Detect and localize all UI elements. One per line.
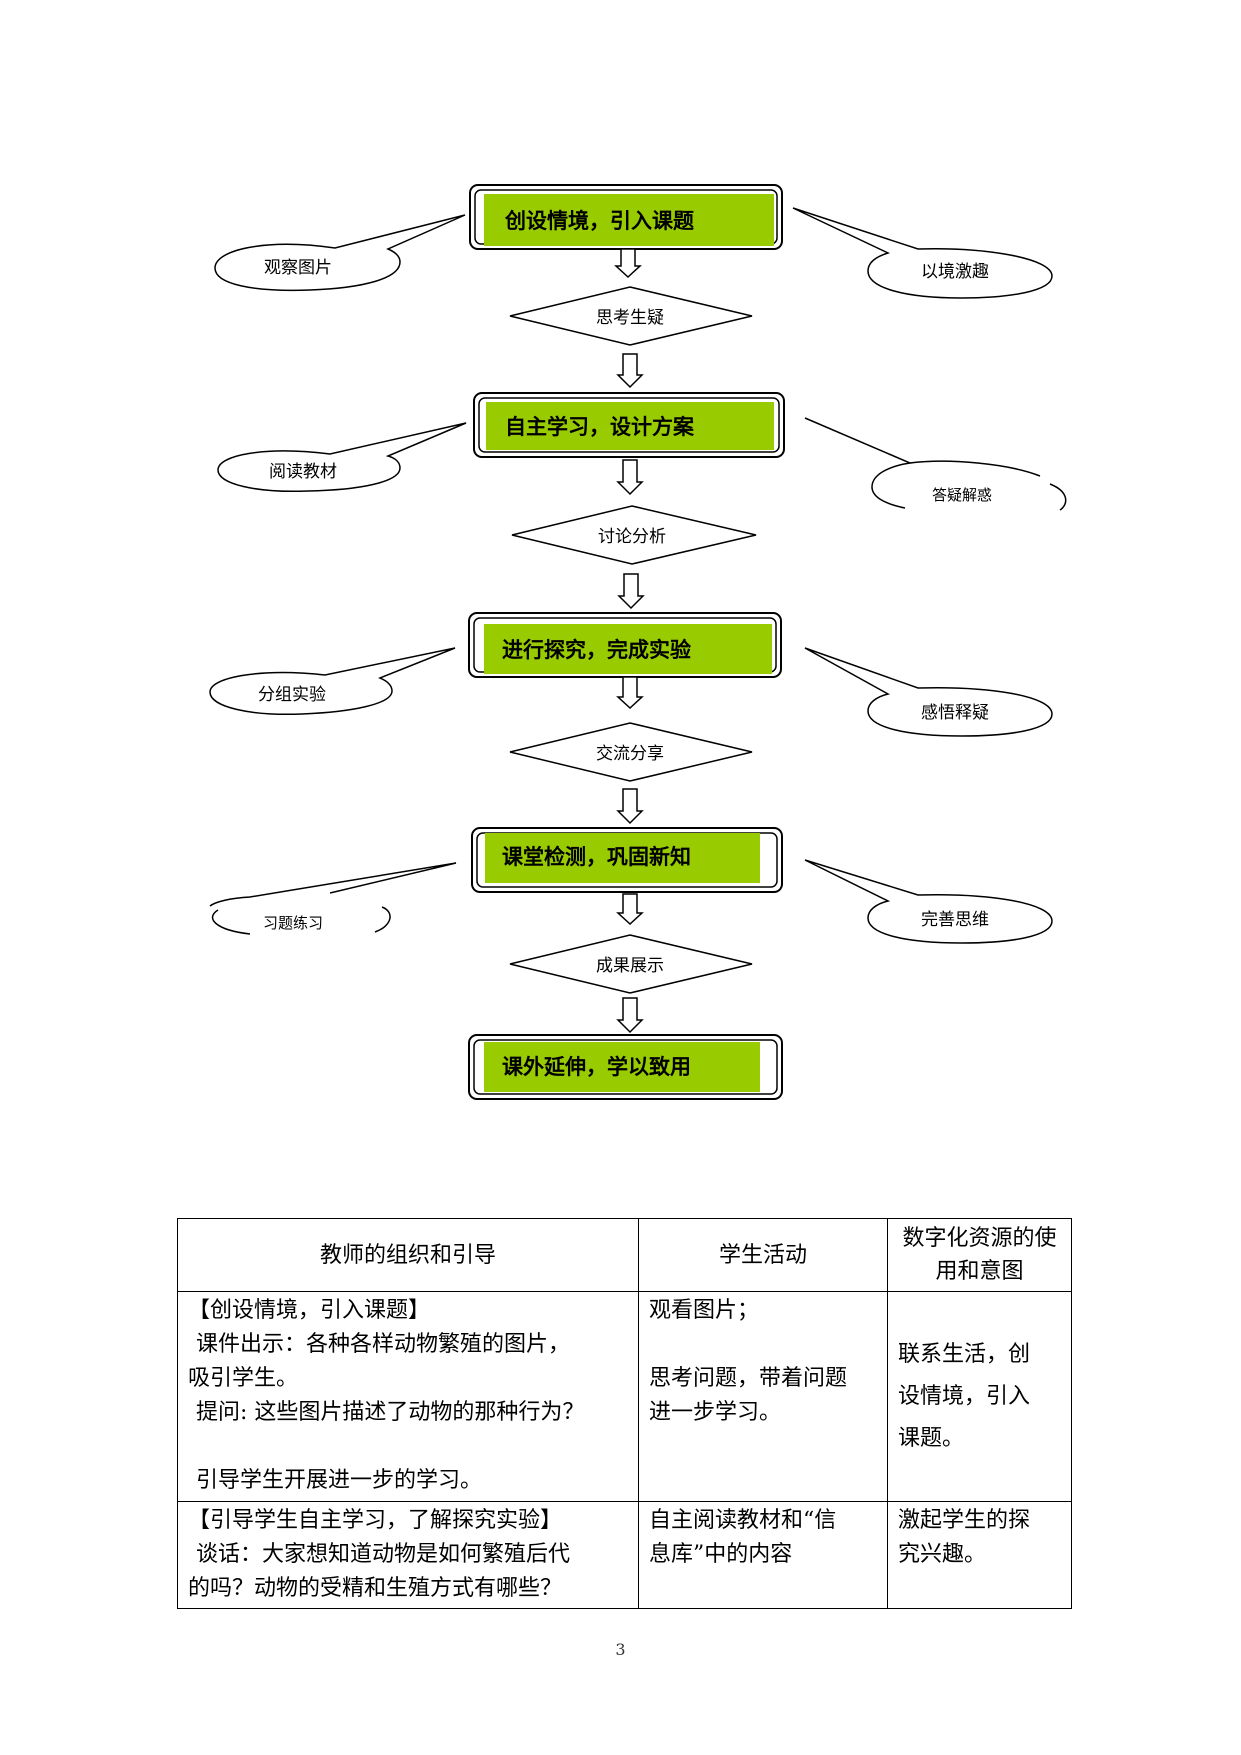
flow-step-4: 课堂检测，巩固新知 — [471, 827, 783, 893]
left-bubble-4: 习题练习 — [209, 862, 457, 935]
row1-student-cell: 观看图片； 思考问题，带着问题 进一步学习。 — [638, 1291, 888, 1502]
flow-step-5-label: 课外延伸，学以致用 — [502, 1054, 691, 1079]
flow-decision-2: 讨论分析 — [511, 505, 757, 565]
row2-teacher-line: 【引导学生自主学习，了解探究实验】 — [188, 1508, 563, 1533]
page-number: 3 — [615, 1640, 626, 1659]
right-bubble-3-label: 感悟释疑 — [921, 703, 989, 723]
down-arrow-icon — [616, 997, 644, 1034]
row1-student-line: 观看图片； — [649, 1298, 760, 1323]
flow-step-5: 课外延伸，学以致用 — [468, 1034, 783, 1100]
right-bubble-1-label: 以境激趣 — [921, 262, 989, 282]
flow-decision-4: 成果展示 — [509, 934, 753, 994]
left-bubble-4-label: 习题练习 — [263, 914, 323, 932]
flow-decision-3-label: 交流分享 — [596, 744, 664, 764]
row2-student-line: 息库”中的内容 — [649, 1542, 793, 1567]
left-bubble-1-label: 观察图片 — [264, 258, 332, 278]
row1-resource-line: 设情境，引入 — [898, 1383, 1031, 1409]
header-resource: 数字化资源的使用和意图 — [887, 1218, 1072, 1292]
down-arrow-icon — [614, 248, 642, 279]
row1-teacher-line: 吸引学生。 — [188, 1366, 299, 1391]
flow-decision-2-label: 讨论分析 — [598, 527, 666, 547]
flow-step-3-label: 进行探究，完成实验 — [502, 637, 691, 662]
flow-decision-4-label: 成果展示 — [596, 956, 664, 976]
row2-student-cell: 自主阅读教材和“信 息库”中的内容 — [638, 1501, 888, 1609]
flow-step-3: 进行探究，完成实验 — [468, 612, 782, 678]
row2-resource-cell: 激起学生的探 究兴趣。 — [887, 1501, 1072, 1609]
down-arrow-icon — [616, 788, 644, 825]
table-row: 【创设情境，引入课题】 课件出示：各种各样动物繁殖的图片， 吸引学生。 提问: … — [177, 1291, 1072, 1502]
down-arrow-icon — [616, 353, 644, 389]
left-bubble-3: 分组实验 — [209, 647, 456, 716]
right-bubble-2: 答疑解惑 — [804, 417, 1067, 511]
row1-student-line: 进一步学习。 — [649, 1400, 782, 1425]
row2-teacher-line: 的吗？动物的受精和生殖方式有哪些？ — [188, 1576, 563, 1601]
row2-resource-line: 激起学生的探 — [898, 1508, 1031, 1533]
flow-decision-1-label: 思考生疑 — [596, 308, 664, 328]
flow-step-1-label: 创设情境，引入课题 — [504, 208, 695, 233]
left-bubble-2-label: 阅读教材 — [269, 462, 337, 482]
flow-step-2: 自主学习，设计方案 — [473, 392, 785, 458]
row1-teacher-line: 引导学生开展进一步的学习。 — [196, 1468, 483, 1493]
row2-teacher-line: 谈话：大家想知道动物是如何繁殖后代 — [196, 1542, 571, 1567]
header-teacher: 教师的组织和引导 — [177, 1218, 639, 1292]
row2-student-line: 自主阅读教材和“信 — [649, 1508, 837, 1533]
table-row: 【引导学生自主学习，了解探究实验】 谈话：大家想知道动物是如何繁殖后代 的吗？动… — [177, 1501, 1072, 1609]
right-bubble-2-label: 答疑解惑 — [932, 486, 992, 504]
down-arrow-icon — [616, 459, 644, 496]
teaching-flowchart: 创设情境，引入课题 自主学习，设计方案 进行探究，完成实验 课堂检测，巩固新知 … — [209, 184, 1067, 1100]
flow-step-1: 创设情境，引入课题 — [469, 184, 783, 250]
row1-resource-line: 课题。 — [898, 1425, 965, 1451]
row1-teacher-line: 【创设情境，引入课题】 — [188, 1298, 431, 1323]
row1-student-line: 思考问题，带着问题 — [649, 1366, 848, 1391]
header-student: 学生活动 — [638, 1218, 888, 1292]
flow-step-2-label: 自主学习，设计方案 — [505, 414, 695, 439]
row2-resource-line: 究兴趣。 — [898, 1542, 987, 1567]
row1-resource-cell: 联系生活，创 设情境，引入 课题。 — [887, 1291, 1072, 1502]
row1-resource-line: 联系生活，创 — [898, 1341, 1031, 1367]
flow-decision-1: 思考生疑 — [509, 286, 753, 346]
down-arrow-icon — [616, 893, 644, 926]
left-bubble-2: 阅读教材 — [217, 422, 467, 493]
row1-teacher-cell: 【创设情境，引入课题】 课件出示：各种各样动物繁殖的图片， 吸引学生。 提问: … — [177, 1291, 639, 1502]
right-bubble-4: 完善思维 — [804, 859, 1053, 944]
row1-teacher-spacer — [188, 1430, 628, 1464]
down-arrow-icon — [617, 573, 645, 610]
row1-student-spacer — [649, 1328, 877, 1362]
lesson-plan-table: 教师的组织和引导 学生活动 数字化资源的使用和意图 【创设情境，引入课题】 课件… — [177, 1218, 1072, 1609]
right-bubble-4-label: 完善思维 — [921, 910, 989, 930]
row1-teacher-line: 课件出示：各种各样动物繁殖的图片， — [196, 1332, 571, 1357]
right-bubble-3: 感悟释疑 — [804, 647, 1053, 737]
row2-teacher-cell: 【引导学生自主学习，了解探究实验】 谈话：大家想知道动物是如何繁殖后代 的吗？动… — [177, 1501, 639, 1609]
left-bubble-3-label: 分组实验 — [258, 685, 326, 705]
down-arrow-icon — [616, 676, 644, 710]
flow-step-4-label: 课堂检测，巩固新知 — [502, 844, 691, 869]
flow-decision-3: 交流分享 — [509, 722, 753, 782]
row1-teacher-line: 提问: 这些图片描述了动物的那种行为？ — [196, 1400, 585, 1425]
right-bubble-1: 以境激趣 — [792, 207, 1053, 299]
left-bubble-1: 观察图片 — [214, 214, 466, 292]
flow-arrows — [614, 248, 645, 1034]
table-header-row: 教师的组织和引导 学生活动 数字化资源的使用和意图 — [177, 1218, 1072, 1292]
